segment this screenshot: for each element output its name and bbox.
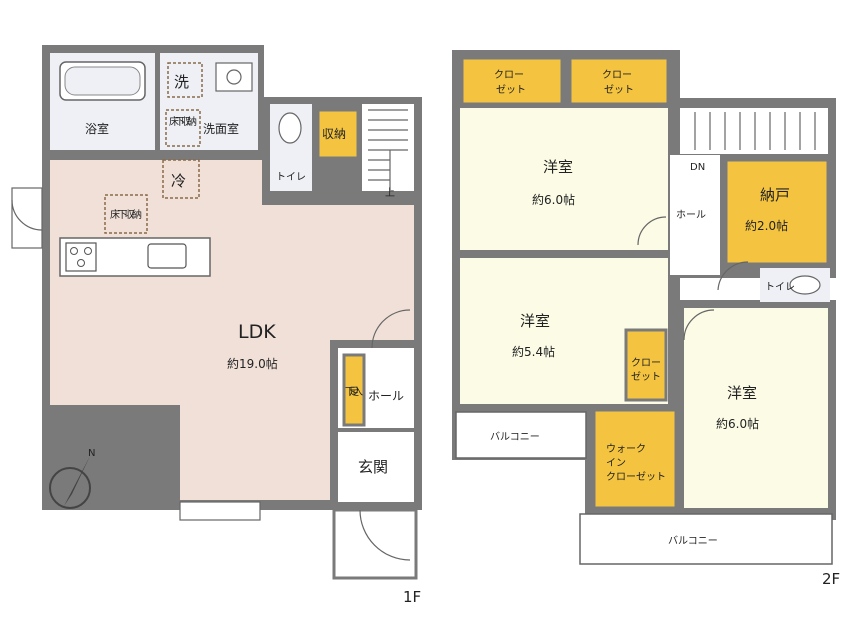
balcony-right-label: バルコニー [668,535,718,547]
side-door [11,187,43,249]
compass-ring [49,467,91,509]
western-room-b-size: 約5.4帖 [512,344,555,359]
porch [332,508,418,580]
ldk-size: 約19.0帖 [227,356,278,371]
floor-2-label: 2F [822,570,840,588]
floor-storage-b-label: 床下収納 [110,208,142,221]
burner-icon [70,247,78,255]
closet-3 [624,328,668,402]
western-room-a-label: 洋室 [543,158,573,176]
stairs-down-mark: DN [690,162,705,173]
western-room-a-size: 約6.0帖 [532,192,575,207]
entrance-label: 玄関 [358,458,388,476]
fridge-space [162,159,200,199]
western-room-a [460,108,668,250]
stairs-up-mark: 上 [385,187,395,199]
closet-3-label-2: ゼット [631,371,661,383]
toilet-2f-label: トイレ [765,282,795,293]
compass-n-label: N [88,448,95,459]
washer-space [167,62,203,98]
burner-icon [84,247,92,255]
storage-1f [316,108,360,160]
stairs-1f-steps [368,109,408,190]
compass-needle-icon [64,456,90,506]
fridge-label: 冷 [171,172,186,190]
closet-1-label: クロー [494,69,524,81]
western-room-c-label: 洋室 [727,384,757,402]
balcony-left [455,411,587,459]
balcony-right [579,513,833,565]
western-room-b-label: 洋室 [520,312,550,330]
closet-2-label: クロー [602,69,632,81]
floor-2: クロー ゼット クロー ゼット 洋室 約6.0帖 ホール DN 納戸 約2.0帖… [452,50,840,588]
toilet-door-swing [717,261,749,291]
walkin-label: ウォーク [606,443,646,455]
storeroom-label: 納戸 [760,186,790,204]
hall-1f-label: ホール [368,389,404,403]
bathroom-label: 浴室 [85,121,109,136]
side-door-swing [11,199,43,231]
toilet-icon [278,112,302,144]
window-bay [179,501,261,521]
floor-storage-a-label: 床下収納 [169,115,197,128]
shoe-box-label: 下足入 [345,386,363,398]
burner-icon [77,259,85,267]
bathtub-inner [64,66,141,96]
closet-1-label-2: ゼット [496,84,526,96]
floor-1-label: 1F [403,588,421,606]
storeroom [724,158,830,266]
western-room-c-size: 約6.0帖 [716,416,759,431]
stairs-2f-steps [694,112,816,150]
storeroom-size: 約2.0帖 [745,218,788,233]
closet-1 [460,56,564,106]
floor-1: 浴室 洗 床下収納 洗面室 トイレ 収納 上 冷 床下収納 LD [11,45,422,606]
western-room-c [684,308,828,508]
room-c-door-swing [683,309,715,341]
toilet-1f-label: トイレ [276,172,306,183]
stairs-1f [362,104,414,191]
hall-2f [670,155,720,275]
walkin-label-2: イン [606,458,626,469]
door-swing [371,309,411,349]
sink-basin-icon [226,69,242,85]
floor-storage-a [165,109,201,147]
walkin-label-3: クローゼット [606,471,666,483]
shoe-box [342,353,366,427]
closet-2-label-2: ゼット [604,84,634,96]
balcony-left-label: バルコニー [490,431,540,443]
washer-label: 洗 [174,73,189,91]
entrance-door-swing [359,509,411,561]
walkin-closet [592,408,678,510]
entrance [338,432,414,502]
toilet-2f-icon [789,275,821,295]
floor-storage-b [104,194,148,234]
ldk-label: LDK [238,321,276,343]
hall-2f-label: ホール [676,209,706,221]
sink-icon [215,62,253,92]
room-a-door-swing [637,216,667,246]
kitchen-sink-icon [147,243,187,269]
storage-1f-label: 収納 [322,127,346,141]
stairs-2f [680,108,828,154]
compass: N [49,448,95,509]
closet-3-label: クロー [631,357,661,369]
washroom-label: 洗面室 [203,121,239,136]
closet-2 [568,56,670,106]
